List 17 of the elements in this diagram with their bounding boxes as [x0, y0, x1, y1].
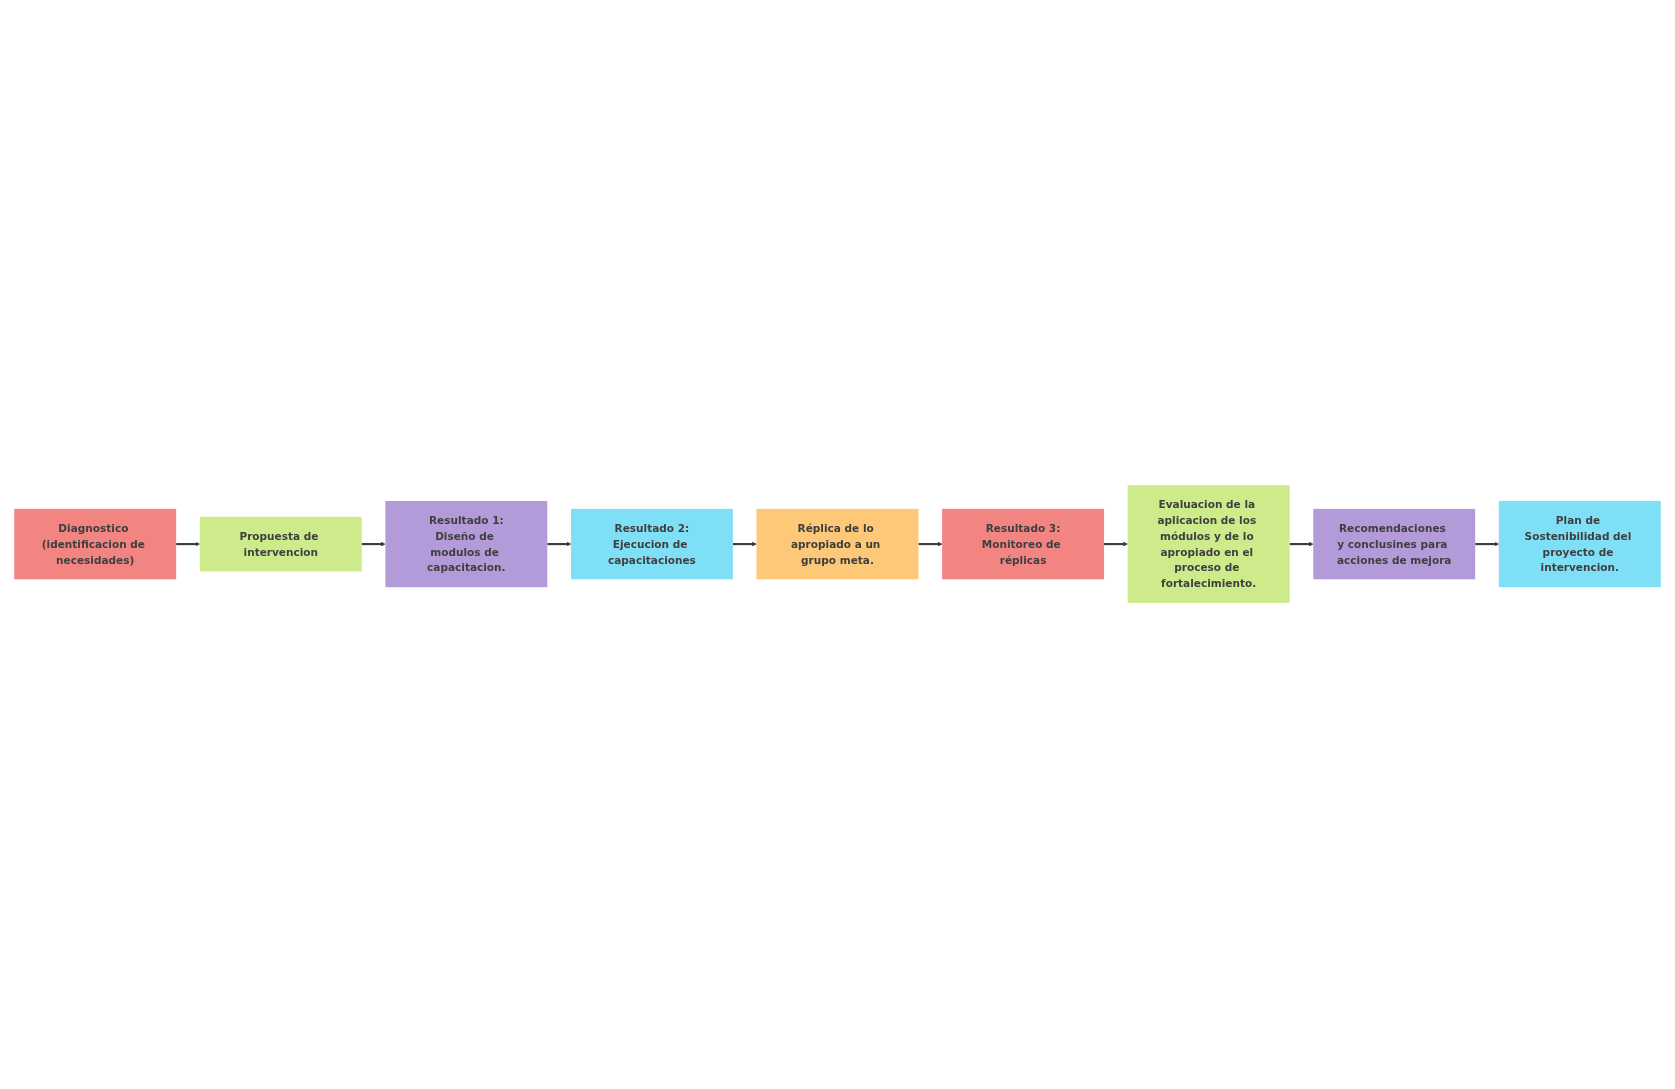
node-box: Réplica de lo apropiado a un grupo meta. [756, 509, 919, 580]
node-box: Plan de Sostenibilidad del proyecto de intervencion. [1498, 501, 1661, 588]
arrow [1475, 542, 1500, 547]
node-box: Evaluacion de la aplicacion de los módulos y de lo apropiado en el proceso de fortalecimiento. [1127, 485, 1290, 604]
arrow [732, 542, 757, 547]
node-box: Resultado 2: Ejecucion de capacitaciones [570, 509, 733, 580]
arrow [918, 542, 943, 547]
arrow [1104, 542, 1128, 547]
arrow [547, 542, 572, 547]
node-box: Resultado 1: Diseño de modulos de capacitacion. [385, 501, 548, 588]
arrow [361, 542, 386, 547]
node-box: Resultado 3: Monitoreo de réplicas [942, 509, 1105, 580]
node-box: Propuesta de intervencion [199, 517, 362, 572]
node-box: Recomendaciones y conclusines para acciones de mejora [1313, 509, 1476, 580]
node-box: Diagnostico (identificacion de necesidades) [14, 509, 177, 580]
arrow [1289, 542, 1314, 547]
arrow [176, 542, 200, 547]
